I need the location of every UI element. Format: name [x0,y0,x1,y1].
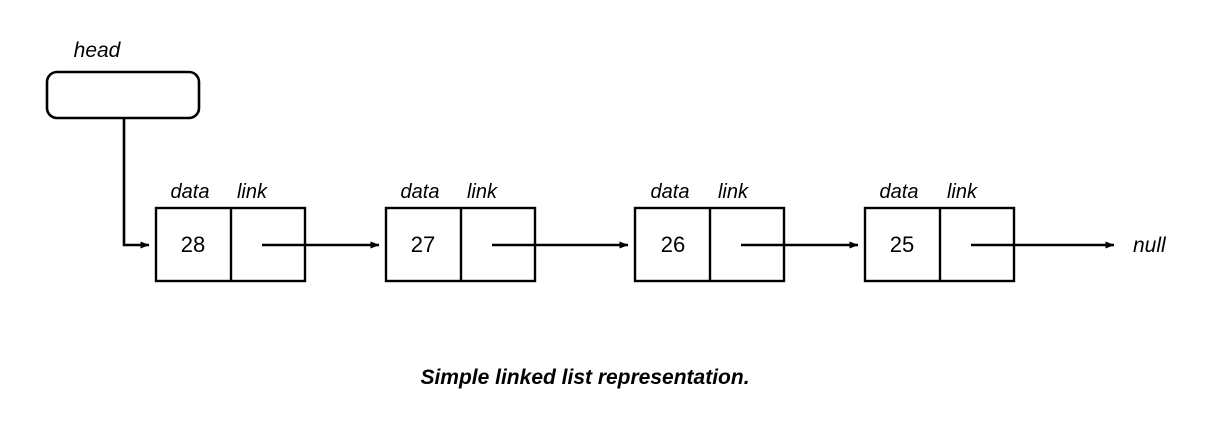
node-2-value: 27 [410,232,436,257]
node-3-link-label: link [717,181,749,203]
head-label: head [73,39,121,62]
node-1-value: 28 [180,232,206,257]
node-1-link-label: link [236,181,268,203]
node-2-link-label: link [466,181,498,203]
null-terminator-label: null [1133,234,1166,257]
node-1-data-label: data [170,181,210,203]
node-4-value: 25 [889,232,915,257]
node-2-data-label: data [400,181,440,203]
node-4-data-label: data [879,181,919,203]
node-3-value: 26 [660,232,686,257]
node-4-link-label: link [946,181,978,203]
diagram-caption: Simple linked list representation. [420,366,750,389]
head-box [45,70,201,120]
node-3-data-label: data [650,181,690,203]
head-connector-line [122,118,150,249]
